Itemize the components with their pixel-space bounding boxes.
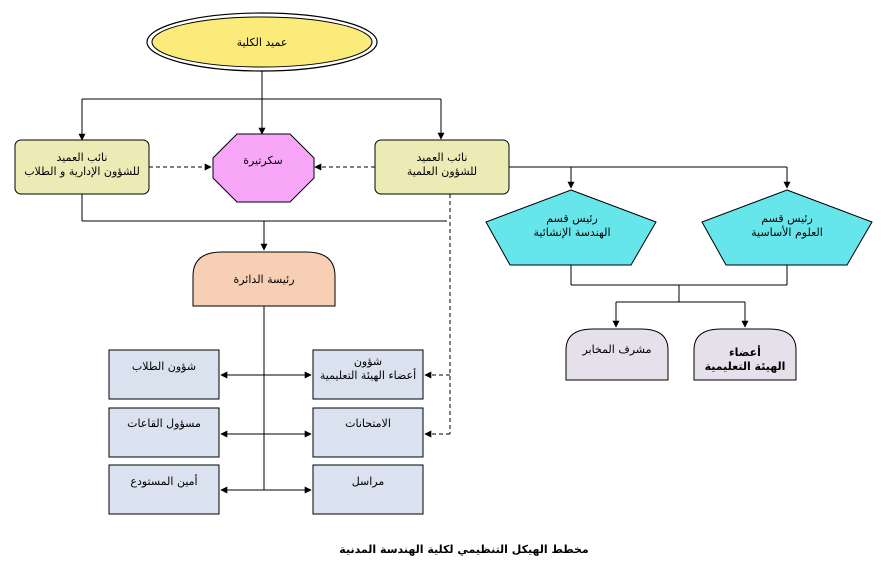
dean-ellipse xyxy=(151,16,373,68)
department-head-label: رئيسة الدائرة xyxy=(233,273,294,286)
deputy-science-label-line2: للشؤون العلمية xyxy=(407,165,477,178)
dean-label: عميد الكلية xyxy=(237,36,288,49)
faculty-affairs-label-line2: أعضاء الهيئة التعليمية xyxy=(320,368,416,382)
faculty-members-label-line1: أعضاء xyxy=(729,345,761,359)
dean-node: عميد الكلية xyxy=(146,12,378,72)
courier-node: مراسل xyxy=(312,464,424,515)
lab-supervisor-label: مشرف المخابر xyxy=(581,343,651,356)
head-basic-label-line2: العلوم الأساسية xyxy=(751,225,823,239)
head-structural-label-line2: الهندسة الإنشائية xyxy=(533,226,610,239)
deputy-admin-node: نائب العميد للشؤون الإدارية و الطلاب xyxy=(14,139,150,195)
deputy-science-label-line1: نائب العميد xyxy=(417,151,468,164)
head-basic-node: رئيس قسم العلوم الأساسية xyxy=(701,189,873,266)
halls-officer-node: مسؤول القاعات xyxy=(108,407,220,458)
secretary-label: سكرتيرة xyxy=(243,154,283,167)
student-affairs-label: شؤون الطلاب xyxy=(132,360,196,373)
faculty-members-label-line2: الهيئة التعليمية xyxy=(705,360,786,373)
faculty-members-node: أعضاء الهيئة التعليمية xyxy=(693,328,797,381)
connectors xyxy=(78,71,791,494)
head-structural-label-line1: رئيس قسم xyxy=(546,212,598,225)
warehouse-keeper-node: أمين المستودع xyxy=(108,464,220,515)
deputy-admin-label-line1: نائب العميد xyxy=(57,151,108,164)
warehouse-keeper-label: أمين المستودع xyxy=(130,474,197,488)
student-affairs-node: شؤون الطلاب xyxy=(108,349,220,400)
head-basic-label-line1: رئيس قسم xyxy=(761,212,813,225)
halls-officer-label: مسؤول القاعات xyxy=(127,417,201,430)
department-head-node: رئيسة الدائرة xyxy=(192,251,336,307)
secretary-node: سكرتيرة xyxy=(212,133,315,203)
exams-label: الامتحانات xyxy=(345,417,391,430)
chart-caption: مخطط الهيكل التنظيمي لكلية الهندسة المدن… xyxy=(339,543,588,556)
deputy-science-node: نائب العميد للشؤون العلمية xyxy=(374,139,510,195)
lab-supervisor-node: مشرف المخابر xyxy=(565,328,669,381)
faculty-affairs-node: شؤون أعضاء الهيئة التعليمية xyxy=(312,349,424,400)
courier-label: مراسل xyxy=(352,475,385,488)
deputy-admin-label-line2: للشؤون الإدارية و الطلاب xyxy=(24,165,140,178)
faculty-affairs-label-line1: شؤون xyxy=(354,355,382,368)
exams-node: الامتحانات xyxy=(312,407,424,458)
head-structural-node: رئيس قسم الهندسة الإنشائية xyxy=(485,189,657,266)
